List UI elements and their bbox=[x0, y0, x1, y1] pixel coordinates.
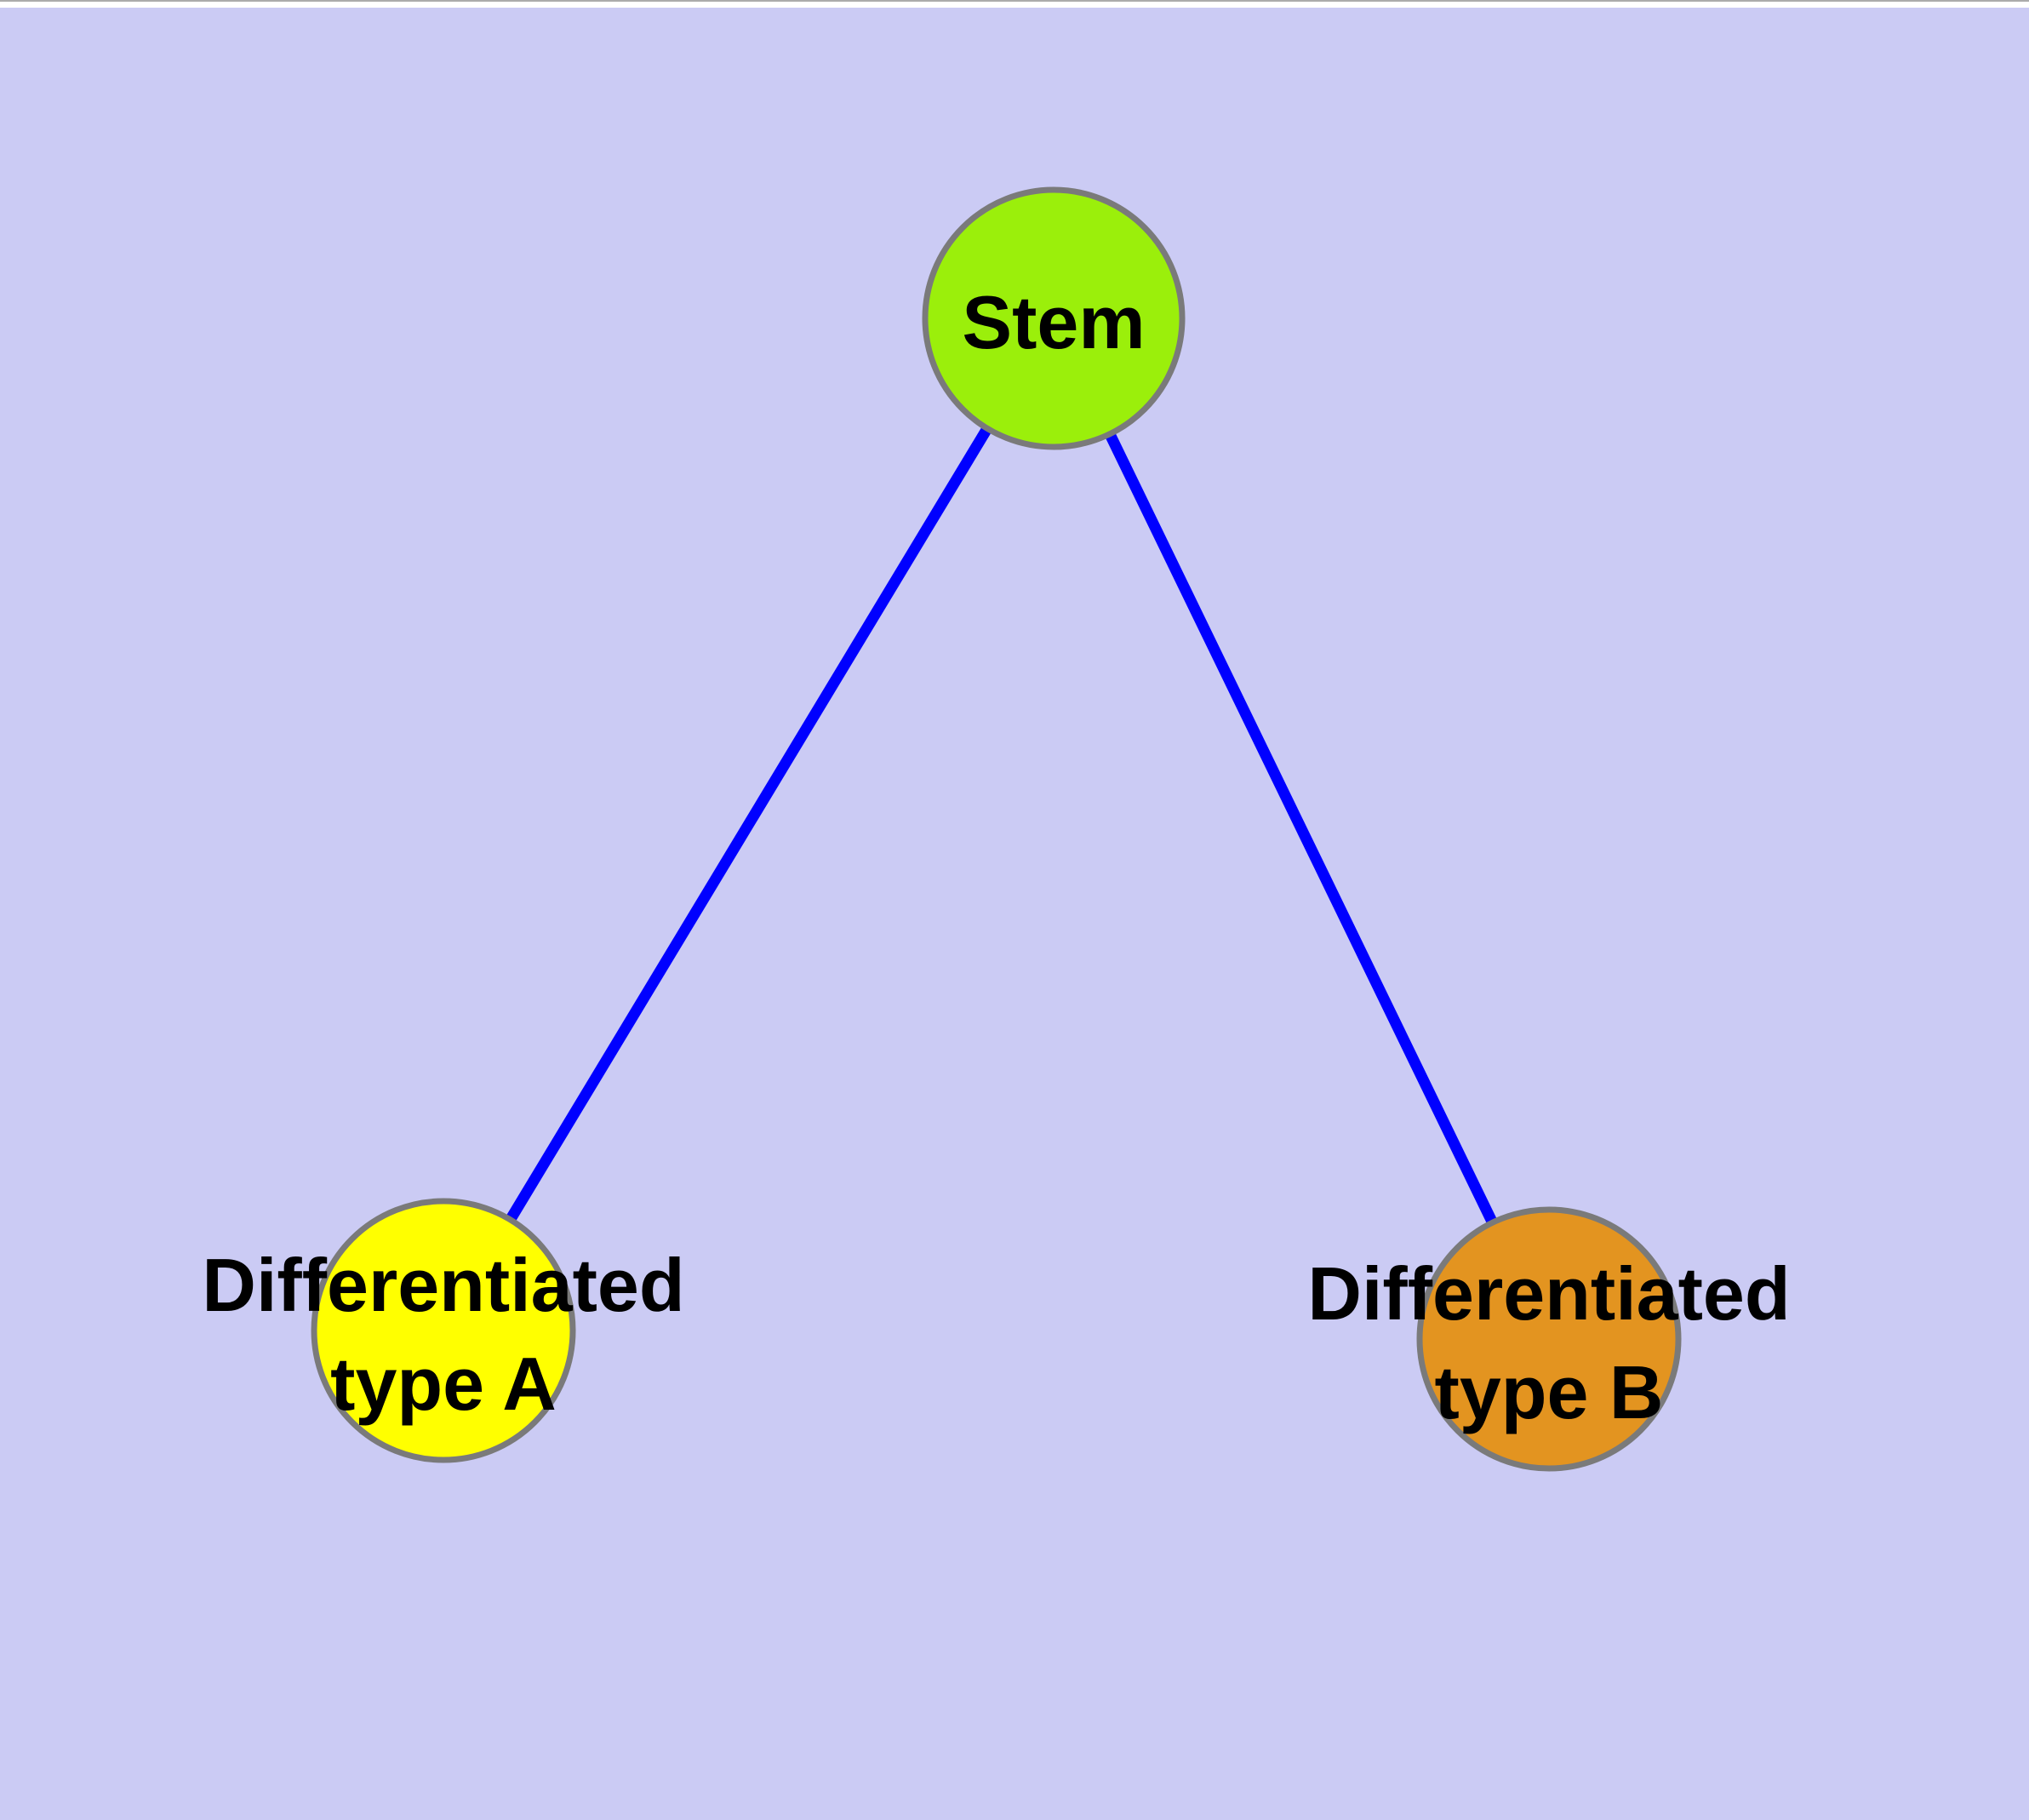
node-label-line: Stem bbox=[962, 280, 1145, 364]
edge-stem-to-diff-b[interactable] bbox=[1049, 316, 1554, 1342]
node-label-diff-b: Differentiated type B bbox=[1307, 1251, 1790, 1434]
node-diff-b[interactable] bbox=[1416, 1206, 1682, 1472]
node-label-line: Differentiated bbox=[1307, 1251, 1790, 1336]
edge-stem-to-diff-a[interactable] bbox=[438, 315, 1059, 1334]
node-stem[interactable] bbox=[922, 186, 1186, 450]
node-label-line: type B bbox=[1435, 1350, 1664, 1434]
window-top-edge bbox=[0, 0, 2029, 8]
node-label-stem: Stem bbox=[962, 280, 1145, 364]
node-label-line: type A bbox=[330, 1342, 557, 1426]
node-label-diff-a: Differentiated type A bbox=[202, 1243, 684, 1426]
node-diff-a[interactable] bbox=[311, 1198, 576, 1463]
node-label-line: Differentiated bbox=[202, 1243, 684, 1327]
